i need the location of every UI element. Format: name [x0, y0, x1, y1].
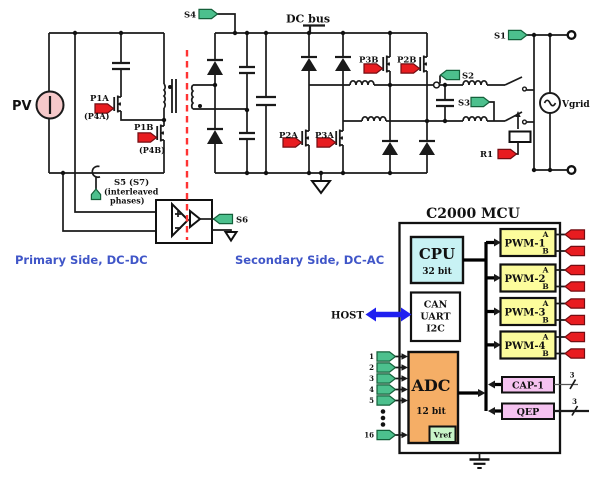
- pwm4-b-output-tag-icon: [564, 348, 586, 359]
- host-bidirectional-arrow-icon: [365, 307, 412, 322]
- adc-input-tag-icon: [376, 373, 397, 384]
- s2-label: S2: [462, 72, 474, 82]
- adc-input-3: 3: [369, 374, 374, 383]
- p2a-label: P2A: [279, 131, 298, 141]
- s5-note-line3: phases): [110, 196, 145, 206]
- p3a-label: P3A: [315, 131, 334, 141]
- adc-input-tag-icon: [376, 351, 397, 362]
- p3b-label: P3B: [359, 56, 379, 66]
- qep-bus-width: 3: [572, 397, 577, 406]
- s6-label: S6: [236, 216, 248, 226]
- pwm2-label: PWM-2: [505, 274, 546, 285]
- host-label: HOST: [331, 311, 364, 322]
- primary-caption: Primary Side, DC-DC: [15, 253, 148, 267]
- adc-input-tag-icon: [376, 395, 397, 406]
- adc-label: ADC: [410, 376, 450, 395]
- pwm3-b-output-tag-icon: [564, 314, 586, 326]
- adc-sub-label: 12 bit: [416, 407, 446, 417]
- adc-input-channels: 1 2 3 4 5: [364, 351, 408, 441]
- s2-test-point-tag-icon: [439, 69, 461, 81]
- cap1-module: CAP-1 3: [501, 371, 578, 394]
- pwm-3-module: PWM-3 A B: [499, 296, 586, 327]
- adc-input-tag-icon: [376, 362, 397, 373]
- s4-test-point-tag-icon: [198, 8, 219, 20]
- cap1-bus-width: 3: [570, 371, 575, 380]
- pwm2-b-label: B: [542, 282, 548, 291]
- pwm4-b-label: B: [542, 349, 548, 358]
- cap1-label: CAP-1: [512, 381, 544, 392]
- adc-input-tag-icon: [376, 429, 397, 441]
- pwm1-b-output-tag-icon: [564, 245, 586, 257]
- cpu-label: CPU: [419, 245, 455, 263]
- dcac-bridge: P2A P3A P3B P2B: [279, 30, 505, 176]
- p2b-label: P2B: [397, 56, 417, 66]
- dc-bus-label: DC bus: [286, 13, 330, 26]
- pwm-4-module: PWM-4 A B: [499, 330, 586, 360]
- s4-label: S4: [184, 11, 196, 21]
- pwm2-a-label: A: [542, 266, 549, 275]
- p4a-label: (P4A): [84, 111, 110, 121]
- s3-label: S3: [458, 99, 470, 109]
- pwm-1-module: PWM-1 A B: [499, 227, 586, 258]
- vref-label: Vref: [433, 431, 453, 440]
- pwm-modules: PWM-1 A B PWM-2 A B PWM-3 A B: [499, 227, 586, 360]
- adc-input-tag-icon: [376, 384, 397, 395]
- s3-test-point-tag-icon: [470, 96, 491, 108]
- comms-uart-label: UART: [420, 312, 450, 323]
- pwm4-a-output-tag-icon: [564, 331, 586, 343]
- adc-input-16: 16: [364, 431, 374, 440]
- mcu-title: C2000 MCU: [426, 206, 520, 222]
- pwm2-b-output-tag-icon: [564, 281, 586, 292]
- pv-label: PV: [12, 99, 32, 114]
- qep-label: QEP: [517, 407, 540, 418]
- comms-box: [409, 291, 462, 343]
- p1a-label: P1A: [90, 94, 109, 104]
- vref-box: [428, 425, 457, 443]
- adc-input-2: 2: [369, 363, 374, 372]
- s5-test-point-tag-icon: [90, 188, 102, 201]
- pwm3-b-label: B: [542, 316, 548, 325]
- pwm3-a-output-tag-icon: [564, 298, 586, 309]
- s5-note-line2: (interleaved: [104, 187, 159, 197]
- primary-dcdc-section: PV P1A (P4A) P1B (P4B) S5 (S7) (interlea…: [12, 30, 247, 232]
- pwm1-label: PWM-1: [505, 239, 546, 250]
- isolation-amplifier: S6: [155, 199, 248, 244]
- mcu-ground-icon: [469, 453, 490, 469]
- pwm3-label: PWM-3: [505, 308, 546, 319]
- s5-label: S5 (S7): [114, 177, 149, 188]
- s1-label: S1: [494, 32, 506, 42]
- vgrid-label: Vgrid: [561, 100, 590, 110]
- s6-test-point-tag-icon: [212, 213, 234, 225]
- cpu-sub-label: 32 bit: [422, 267, 452, 277]
- c2000-mcu-block: C2000 MCU CPU 32 bit CAN UART I2C HOST A…: [331, 206, 589, 469]
- comms-i2c-label: I2C: [426, 324, 445, 335]
- adc-input-1: 1: [369, 352, 374, 361]
- adc-input-4: 4: [369, 385, 374, 394]
- pwm-2-module: PWM-2 A B: [499, 263, 586, 293]
- secondary-caption: Secondary Side, DC-AC: [235, 253, 384, 267]
- adc-input-5: 5: [369, 396, 374, 405]
- s1-test-point-tag-icon: [507, 29, 528, 41]
- pwm4-label: PWM-4: [505, 341, 546, 352]
- pwm4-a-label: A: [542, 333, 549, 342]
- p4b-label: (P4B): [139, 145, 165, 155]
- r1-label: R1: [480, 150, 493, 160]
- pwm1-b-label: B: [542, 247, 548, 256]
- pwm3-a-label: A: [542, 299, 549, 308]
- p1b-label: P1B: [134, 123, 154, 133]
- pwm2-a-output-tag-icon: [564, 264, 586, 276]
- pwm1-a-label: A: [542, 230, 549, 239]
- pwm1-a-output-tag-icon: [564, 229, 586, 240]
- qep-module: QEP 3: [501, 397, 589, 420]
- p1b-gate-tag-icon: [137, 132, 158, 143]
- r1-relay-tag-icon: [497, 148, 518, 160]
- grid-connection: R1 Vgrid S1: [480, 29, 590, 175]
- comms-can-label: CAN: [424, 300, 448, 311]
